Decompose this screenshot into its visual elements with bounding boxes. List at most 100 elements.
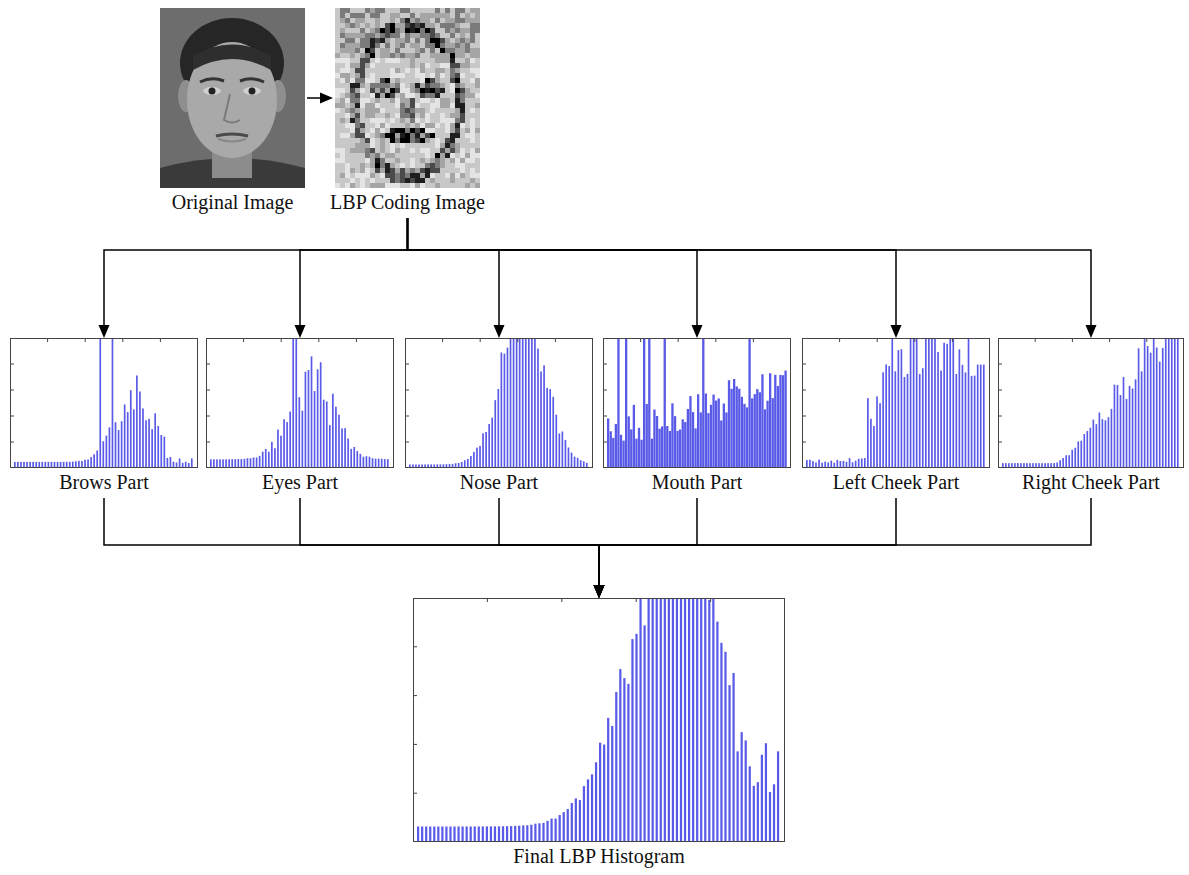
histogram-bar bbox=[461, 462, 463, 467]
histogram-bar bbox=[440, 464, 442, 467]
lbp-cell bbox=[405, 138, 410, 143]
lbp-cell bbox=[385, 53, 390, 58]
lbp-cell bbox=[440, 48, 445, 53]
histogram-bar bbox=[666, 426, 668, 467]
histogram-bar bbox=[320, 362, 322, 467]
histogram-bar bbox=[738, 389, 740, 467]
lbp-cell bbox=[420, 103, 425, 108]
lbp-cell bbox=[375, 158, 380, 163]
histogram-bar bbox=[559, 815, 561, 841]
lbp-cell bbox=[445, 163, 450, 168]
lbp-cell bbox=[400, 113, 405, 118]
lbp-cell bbox=[465, 138, 470, 143]
lbp-cell bbox=[375, 178, 380, 183]
connector-line bbox=[104, 498, 599, 586]
histogram-bar bbox=[118, 430, 120, 467]
lbp-cell bbox=[455, 173, 460, 178]
lbp-cell bbox=[380, 108, 385, 113]
lbp-cell bbox=[390, 158, 395, 163]
histogram-bar bbox=[651, 439, 653, 467]
histogram-bar bbox=[867, 398, 869, 467]
histogram-panel: Left Cheek Part bbox=[802, 338, 990, 494]
lbp-cell bbox=[390, 8, 395, 13]
lbp-cell bbox=[360, 183, 365, 188]
histogram-bar bbox=[446, 464, 448, 467]
lbp-cell bbox=[455, 43, 460, 48]
histogram-bar bbox=[283, 419, 285, 467]
lbp-cell bbox=[380, 18, 385, 23]
histogram-bar bbox=[907, 374, 909, 467]
lbp-cell bbox=[405, 123, 410, 128]
lbp-cell bbox=[355, 173, 360, 178]
lbp-cell bbox=[440, 58, 445, 63]
lbp-cell bbox=[445, 158, 450, 163]
lbp-cell bbox=[380, 53, 385, 58]
lbp-cell bbox=[370, 128, 375, 133]
histogram-bar bbox=[305, 372, 307, 467]
lbp-cell bbox=[340, 38, 345, 43]
axis-tick bbox=[1035, 338, 1036, 342]
lbp-cell bbox=[425, 143, 430, 148]
lbp-cell bbox=[345, 173, 350, 178]
histogram-chart bbox=[413, 598, 785, 842]
lbp-cell bbox=[375, 138, 380, 143]
mouth bbox=[216, 134, 248, 136]
lbp-cell bbox=[390, 43, 395, 48]
lbp-cell bbox=[435, 173, 440, 178]
lbp-cell bbox=[430, 163, 435, 168]
histogram-bar bbox=[148, 419, 150, 467]
lbp-cell bbox=[335, 153, 340, 158]
lbp-cell bbox=[345, 143, 350, 148]
histogram-frame bbox=[803, 339, 990, 468]
lbp-cell bbox=[440, 18, 445, 23]
histogram-bar bbox=[700, 599, 702, 841]
histogram-bar bbox=[777, 751, 779, 841]
lbp-cell bbox=[340, 48, 345, 53]
lbp-cell bbox=[335, 128, 340, 133]
lbp-cell bbox=[395, 33, 400, 38]
histogram-bar bbox=[26, 462, 28, 467]
lbp-cell bbox=[440, 178, 445, 183]
histogram-bar bbox=[241, 459, 243, 467]
histogram-bar bbox=[298, 397, 300, 467]
histogram-bar bbox=[163, 437, 165, 467]
lbp-cell bbox=[430, 23, 435, 28]
lbp-cell bbox=[365, 58, 370, 63]
lbp-cell bbox=[445, 13, 450, 18]
lbp-cell bbox=[365, 183, 370, 188]
lbp-cell bbox=[465, 118, 470, 123]
lbp-cell bbox=[470, 183, 475, 188]
histogram-bar bbox=[157, 426, 159, 467]
histogram-bar bbox=[35, 462, 37, 467]
lbp-cell bbox=[350, 13, 355, 18]
lbp-cell bbox=[355, 138, 360, 143]
lbp-cell bbox=[355, 48, 360, 53]
lbp-cell bbox=[385, 68, 390, 73]
lbp-cell bbox=[405, 153, 410, 158]
lbp-cell bbox=[470, 88, 475, 93]
histogram-bar bbox=[216, 459, 218, 467]
lbp-cell bbox=[380, 103, 385, 108]
lbp-cell bbox=[410, 13, 415, 18]
lbp-cell bbox=[425, 88, 430, 93]
lbp-cell bbox=[460, 93, 465, 98]
pupil bbox=[249, 88, 256, 95]
lbp-cell bbox=[455, 168, 460, 173]
lbp-cell bbox=[415, 53, 420, 58]
lbp-cell bbox=[345, 158, 350, 163]
histogram-chart bbox=[998, 338, 1184, 468]
lbp-cell bbox=[405, 88, 410, 93]
histogram-bar bbox=[1096, 424, 1098, 467]
histogram-bar bbox=[962, 365, 964, 467]
lbp-cell bbox=[445, 178, 450, 183]
lbp-cell bbox=[425, 183, 430, 188]
lbp-cell bbox=[460, 8, 465, 13]
lbp-cell bbox=[475, 58, 480, 63]
lbp-cell bbox=[375, 13, 380, 18]
lbp-cell bbox=[370, 43, 375, 48]
histogram-bar bbox=[971, 376, 973, 467]
lbp-cell bbox=[430, 83, 435, 88]
histogram-bar bbox=[753, 786, 755, 841]
histogram-bar bbox=[1083, 434, 1085, 467]
histogram-bar bbox=[424, 464, 426, 467]
